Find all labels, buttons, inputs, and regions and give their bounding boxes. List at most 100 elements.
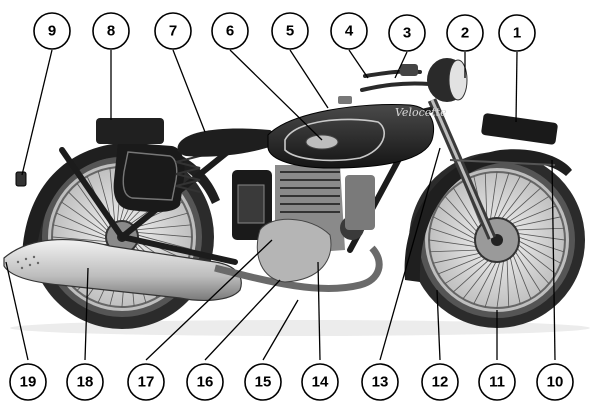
fishtail-perforations bbox=[16, 255, 40, 270]
rear-mudguard bbox=[21, 142, 221, 270]
leader-line-16 bbox=[204, 279, 281, 361]
callout-label: 6 bbox=[226, 23, 234, 40]
callout-8: 8 bbox=[92, 12, 130, 50]
leader-line-15 bbox=[262, 299, 299, 361]
callout-label: 7 bbox=[169, 23, 177, 40]
callout-label: 5 bbox=[286, 23, 294, 40]
wheel-spoke bbox=[509, 205, 557, 226]
leader-line-13 bbox=[379, 147, 441, 361]
callout-15: 15 bbox=[244, 363, 282, 401]
callout-7: 7 bbox=[154, 12, 192, 50]
wheel-spoke bbox=[444, 195, 479, 234]
wheel-spoke bbox=[68, 191, 110, 233]
callout-9: 9 bbox=[33, 12, 71, 50]
wheel-spoke bbox=[56, 212, 109, 238]
callout-4: 4 bbox=[330, 12, 368, 50]
callout-label: 17 bbox=[138, 374, 155, 391]
wheel-spoke bbox=[76, 183, 111, 231]
wheel-spoke bbox=[444, 256, 488, 285]
wheel-spoke bbox=[503, 187, 542, 222]
rear-suspension-spring bbox=[175, 149, 204, 193]
callout-5: 5 bbox=[271, 12, 309, 50]
leader-line-19 bbox=[5, 261, 29, 361]
tank-knee-grip bbox=[305, 134, 339, 150]
wheel-spoke bbox=[516, 236, 565, 253]
leader-line-1 bbox=[515, 51, 518, 123]
callout-label: 18 bbox=[77, 374, 94, 391]
wheel-spoke bbox=[432, 216, 478, 241]
fuel-tank: Velocette bbox=[267, 96, 447, 169]
leader-lines bbox=[5, 49, 556, 361]
callout-label: 13 bbox=[372, 374, 389, 391]
leader-line-5 bbox=[289, 49, 329, 109]
wheel-spoke bbox=[134, 224, 191, 231]
wheel-spoke bbox=[61, 201, 109, 235]
speedometer bbox=[400, 64, 418, 76]
wheel-spoke bbox=[516, 243, 557, 275]
wheel-spoke bbox=[489, 171, 498, 222]
callout-11: 11 bbox=[478, 363, 516, 401]
callout-label: 19 bbox=[20, 374, 37, 391]
headlamp bbox=[427, 58, 468, 102]
front-mudguard bbox=[404, 149, 572, 282]
callout-label: 1 bbox=[513, 25, 521, 42]
exhaust-pipe bbox=[214, 245, 383, 293]
wheel-spoke bbox=[452, 187, 481, 231]
wheel-spoke bbox=[437, 205, 478, 237]
wheel-spoke bbox=[493, 172, 510, 221]
callout-1: 1 bbox=[498, 14, 536, 52]
leader-line-6 bbox=[229, 49, 323, 141]
wheel-spoke bbox=[484, 173, 488, 223]
callout-10: 10 bbox=[536, 363, 574, 401]
callout-13: 13 bbox=[361, 363, 399, 401]
wheel-spoke bbox=[513, 249, 542, 293]
wheel-spoke bbox=[514, 227, 564, 231]
wheel-spoke bbox=[135, 234, 192, 250]
callout-label: 16 bbox=[197, 374, 214, 391]
tank-badge-panel bbox=[284, 118, 385, 162]
wheel-spoke bbox=[135, 231, 193, 238]
wheel-spoke bbox=[430, 249, 480, 253]
wheel-spoke bbox=[484, 259, 501, 308]
front-wheel bbox=[409, 152, 585, 328]
leader-line-14 bbox=[317, 261, 321, 361]
callout-17: 17 bbox=[127, 363, 165, 401]
callout-label: 15 bbox=[255, 374, 272, 391]
front-number-plate bbox=[481, 113, 558, 145]
callout-12: 12 bbox=[421, 363, 459, 401]
wheel-spoke bbox=[51, 236, 109, 243]
callout-19: 19 bbox=[9, 363, 47, 401]
wheel-spoke bbox=[506, 257, 510, 307]
exhaust-silencer bbox=[3, 239, 242, 301]
wheel-spoke bbox=[452, 258, 491, 293]
pannier-box bbox=[96, 118, 185, 213]
rear-light bbox=[15, 171, 27, 187]
wheel-spoke bbox=[515, 232, 566, 241]
wheel-spoke bbox=[511, 252, 532, 300]
wheel-spoke bbox=[429, 227, 478, 244]
wheel-spoke bbox=[496, 175, 521, 221]
wheel-spoke bbox=[509, 255, 521, 305]
leader-line-4 bbox=[348, 49, 369, 79]
ground-shadow bbox=[10, 320, 590, 336]
leader-line-9 bbox=[21, 49, 53, 176]
callout-18: 18 bbox=[66, 363, 104, 401]
callout-label: 11 bbox=[489, 374, 505, 391]
leader-line-3 bbox=[394, 51, 408, 79]
handlebars bbox=[360, 69, 432, 92]
seat bbox=[177, 128, 274, 157]
wheel-spoke bbox=[109, 168, 116, 225]
filler-cap bbox=[338, 96, 352, 104]
wheel-spoke bbox=[52, 224, 109, 240]
wheel-spoke bbox=[473, 259, 498, 305]
leader-line-10 bbox=[551, 159, 556, 361]
callout-3: 3 bbox=[388, 14, 426, 52]
wheel-spoke bbox=[432, 252, 482, 264]
callout-16: 16 bbox=[186, 363, 224, 401]
wheel-spoke bbox=[496, 258, 505, 309]
leader-line-7 bbox=[172, 49, 206, 133]
front-wheel-spokes bbox=[428, 171, 566, 309]
tank-brand-script: Velocette bbox=[395, 106, 447, 119]
